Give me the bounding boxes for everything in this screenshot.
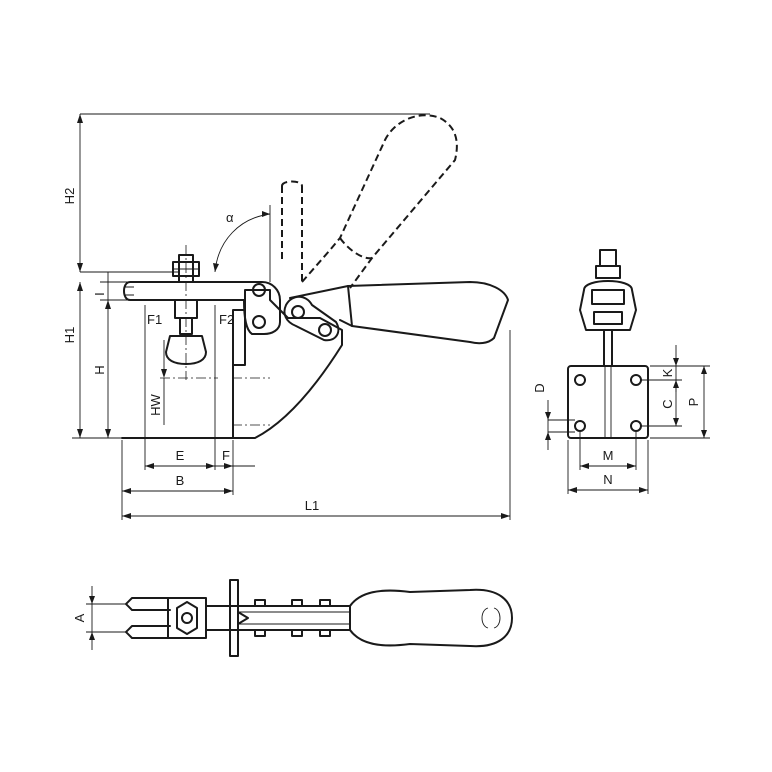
mounting-plate [567,365,649,439]
handle-closed [289,281,509,345]
label-B: B [176,473,185,488]
label-N: N [603,472,612,487]
top-handle [349,588,513,648]
link-plate [283,295,340,342]
front-mechanism [579,280,637,331]
label-D: D [532,383,547,392]
mount-hole-br [630,420,642,432]
pivot-pin-2 [252,315,266,329]
label-K: K [660,368,675,377]
label-F2: F2 [219,312,234,327]
top-hex-block [167,597,207,639]
clamp-body [121,289,343,439]
top-view: A [72,579,513,657]
label-I: I [92,292,107,296]
hex-nut [176,601,198,635]
label-E: E [176,448,185,463]
label-HW: HW [148,393,163,415]
label-P: P [686,398,701,407]
label-M: M [603,448,614,463]
label-F1: F1 [147,312,162,327]
pivot-pin-4 [318,323,332,337]
mount-hole-bl [574,420,586,432]
front-view: D K C P M N [532,249,710,494]
label-A: A [72,613,87,622]
label-alpha: α [226,210,234,225]
top-vertical-plate [229,579,239,657]
pivot-pin-1 [252,283,266,297]
pressure-foot [165,335,207,365]
label-F: F [222,448,230,463]
mount-hole-tl [574,374,586,386]
pivot-pin-3 [291,305,305,319]
label-H: H [92,365,107,374]
spindle-open-dashed [281,180,303,282]
handle-logo-mark [481,607,501,629]
label-H1: H1 [62,327,77,344]
handle-open-dashed [301,114,458,289]
label-C: C [660,399,675,408]
clamping-arm [123,281,281,335]
label-L1: L1 [305,498,319,513]
mount-hole-tr [630,374,642,386]
side-view: H2 H1 H I F1 F2 HW E [62,113,511,520]
label-H2: H2 [62,188,77,205]
